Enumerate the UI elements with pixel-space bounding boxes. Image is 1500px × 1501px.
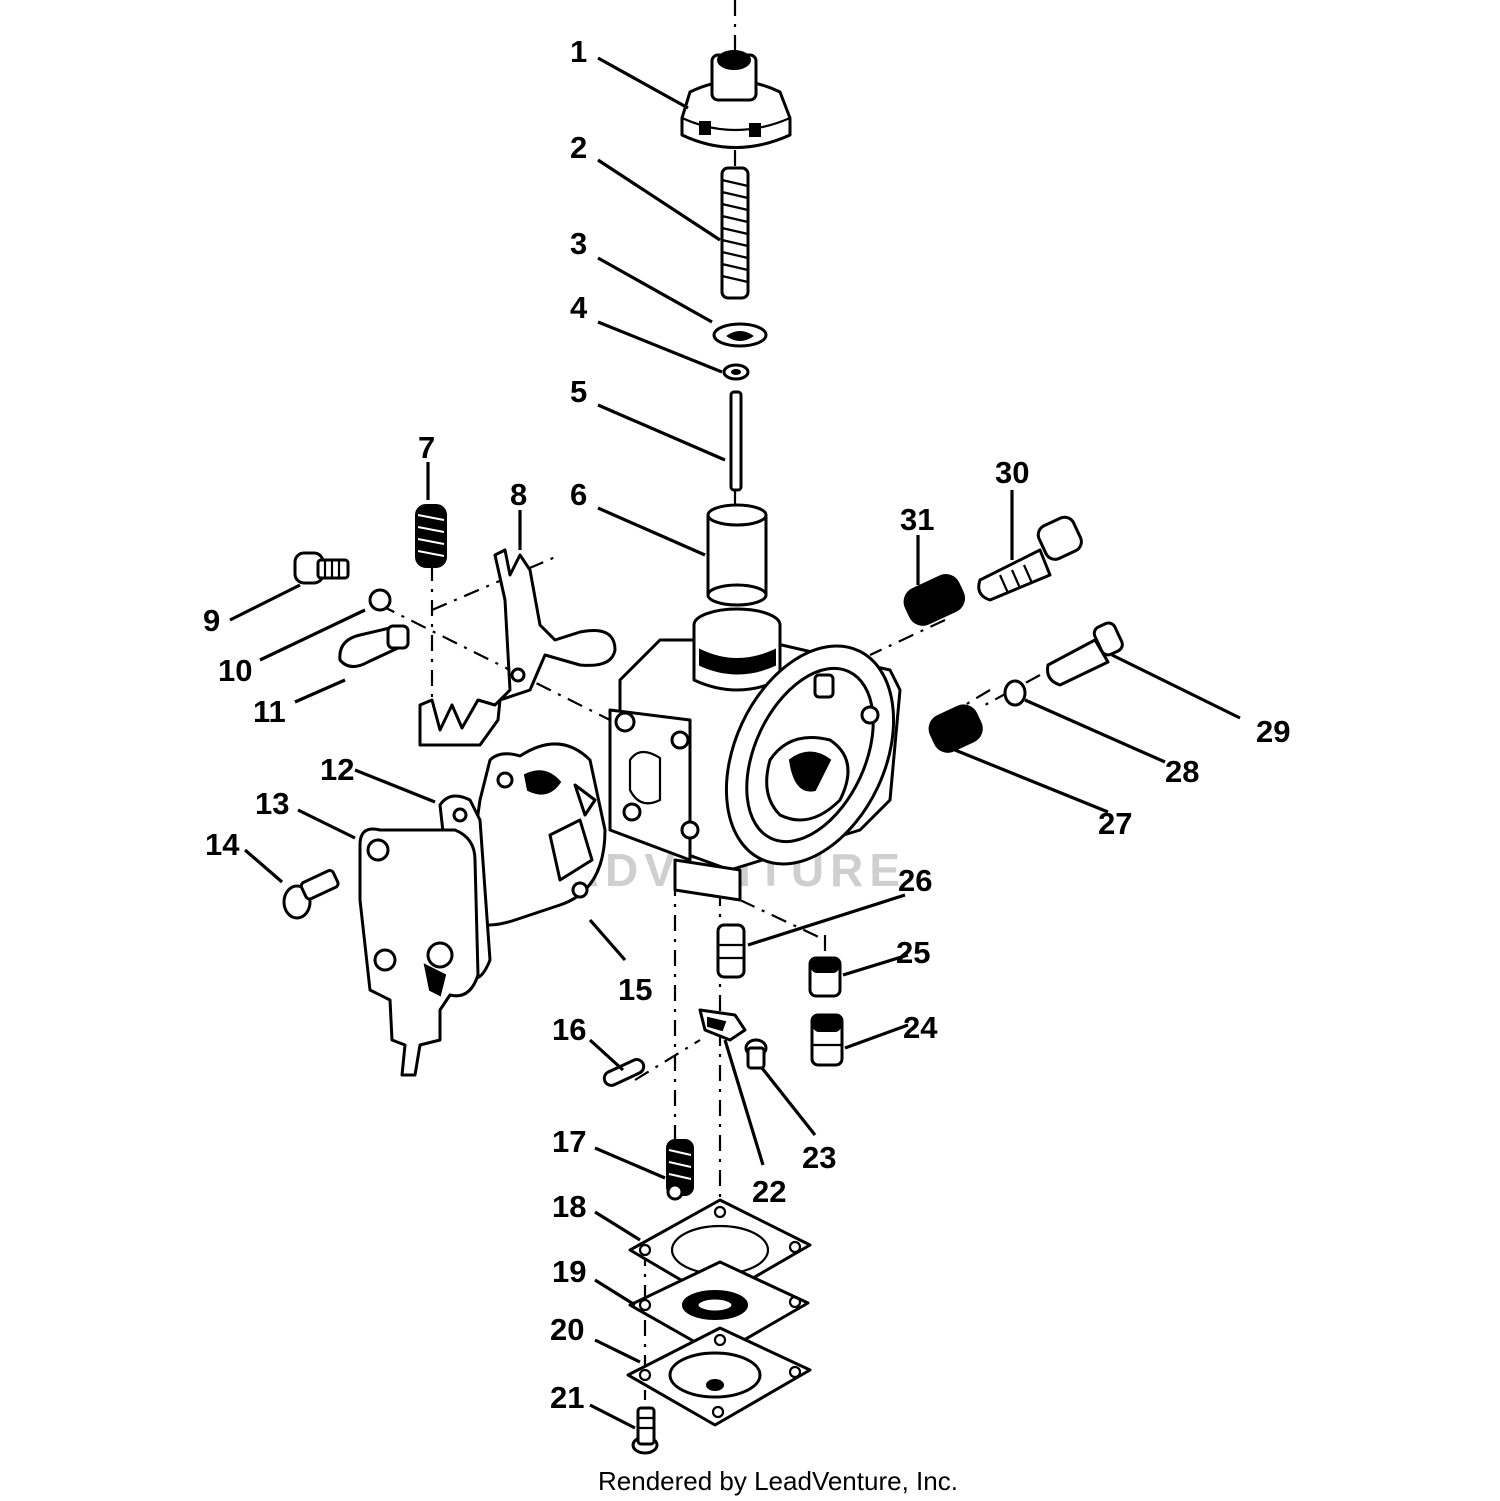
callout-5: 5 xyxy=(570,374,587,409)
callout-22: 22 xyxy=(752,1174,786,1209)
part-6-barrel xyxy=(706,503,768,607)
callout-4: 4 xyxy=(570,290,588,325)
part-4-washer xyxy=(722,363,750,381)
part-26-valve xyxy=(716,923,746,979)
part-23-screw xyxy=(744,1038,768,1070)
callout-15: 15 xyxy=(618,972,652,1007)
callout-14: 14 xyxy=(205,827,240,862)
callout-30: 30 xyxy=(995,455,1029,490)
part-16-pin xyxy=(602,1058,646,1087)
part-8-bracket xyxy=(418,548,617,747)
part-25-nozzle xyxy=(808,956,842,998)
part-10-o-ring xyxy=(368,588,392,612)
part-1-cap xyxy=(680,50,792,149)
callout-25: 25 xyxy=(896,935,930,970)
part-3-e-clip xyxy=(712,322,768,348)
part-11-needle-valve xyxy=(338,624,410,668)
callout-6: 6 xyxy=(570,477,587,512)
callout-16: 16 xyxy=(552,1012,586,1047)
part-28-o-ring xyxy=(1003,679,1027,707)
part-21-screw xyxy=(631,1406,659,1455)
part-5-needle xyxy=(729,390,743,492)
callout-12: 12 xyxy=(320,752,354,787)
part-24-jet xyxy=(810,1013,844,1067)
callout-31: 31 xyxy=(900,502,934,537)
part-17-spring xyxy=(666,1139,694,1201)
part-20-cover xyxy=(626,1326,812,1427)
callout-2: 2 xyxy=(570,130,587,165)
callout-1: 1 xyxy=(570,34,587,69)
callout-10: 10 xyxy=(218,653,252,688)
callout-19: 19 xyxy=(552,1254,586,1289)
callout-24: 24 xyxy=(903,1010,938,1045)
callout-21: 21 xyxy=(550,1380,584,1415)
part-30-screw xyxy=(977,515,1083,602)
callout-29: 29 xyxy=(1256,714,1290,749)
part-22-lever xyxy=(698,1008,747,1042)
part-29-screw xyxy=(1046,621,1124,687)
part-31-spring xyxy=(903,574,966,626)
part-27-spring xyxy=(928,704,983,753)
callout-27: 27 xyxy=(1098,806,1132,841)
callout-20: 20 xyxy=(550,1312,584,1347)
callout-8: 8 xyxy=(510,477,527,512)
callout-23: 23 xyxy=(802,1140,836,1175)
callout-13: 13 xyxy=(255,786,289,821)
part-2-spring xyxy=(720,166,750,300)
callout-17: 17 xyxy=(552,1124,586,1159)
callout-26: 26 xyxy=(898,863,932,898)
callout-18: 18 xyxy=(552,1189,586,1224)
part-13-pump-cover xyxy=(358,827,480,1077)
callout-3: 3 xyxy=(570,226,587,261)
leader-lines xyxy=(229,56,1241,1430)
callout-28: 28 xyxy=(1165,754,1199,789)
part-9-screw xyxy=(293,551,350,585)
part-14-screw xyxy=(282,869,340,920)
callout-11: 11 xyxy=(253,694,286,729)
part-15-gasket xyxy=(463,742,607,927)
part-19-diaphragm xyxy=(628,1260,810,1357)
callout-9: 9 xyxy=(203,603,220,638)
footer-credit: Rendered by LeadVenture, Inc. xyxy=(598,1466,958,1496)
part-7-spring xyxy=(415,504,447,568)
callout-numbers: 1 2 3 4 5 6 7 8 9 10 11 12 13 14 15 16 1… xyxy=(203,34,1290,1415)
carburetor-body xyxy=(608,607,902,902)
callout-7: 7 xyxy=(418,430,435,465)
